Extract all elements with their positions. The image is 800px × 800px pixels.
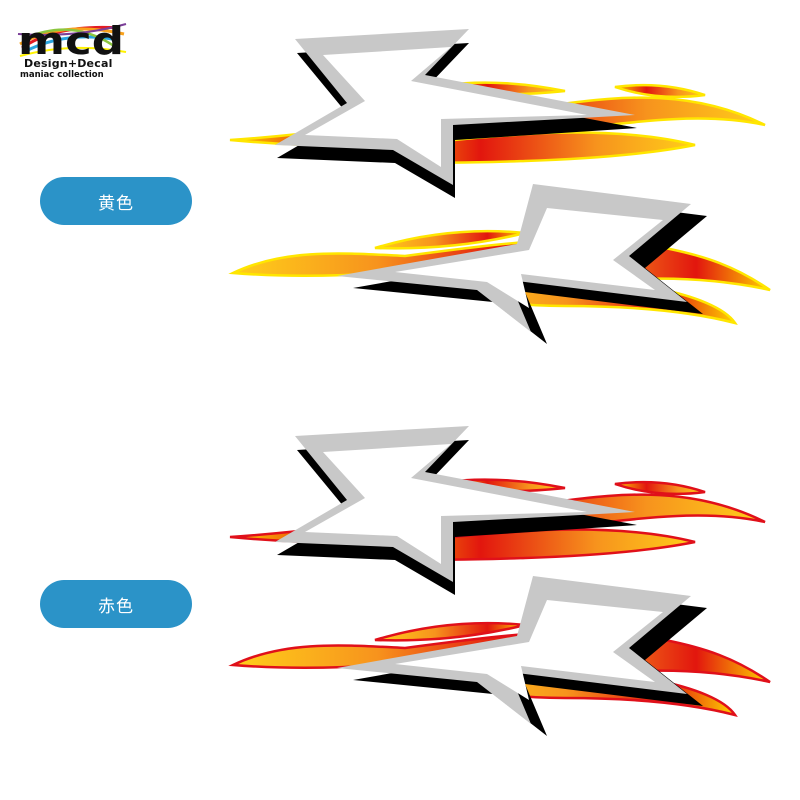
brand-logo: mcd Design+Decal maniac collection <box>16 18 128 80</box>
flame-shape <box>614 83 706 99</box>
decal-red-left <box>228 576 771 736</box>
logo-tagline-1: Design+Decal <box>24 57 113 70</box>
decal-red-right <box>229 426 766 595</box>
mcd-logo-icon <box>17 23 127 57</box>
logo-tagline-2: maniac collection <box>20 70 104 80</box>
logo-wordmark: mcd <box>18 19 124 58</box>
variant-label-yellow: 黄色 <box>40 177 192 225</box>
decal-yellow-left <box>228 184 771 344</box>
variant-label-red: 赤色 <box>40 580 192 628</box>
flame-shape <box>614 480 706 496</box>
decal-yellow-right <box>229 29 766 198</box>
svg-text:mcd: mcd <box>18 19 124 58</box>
